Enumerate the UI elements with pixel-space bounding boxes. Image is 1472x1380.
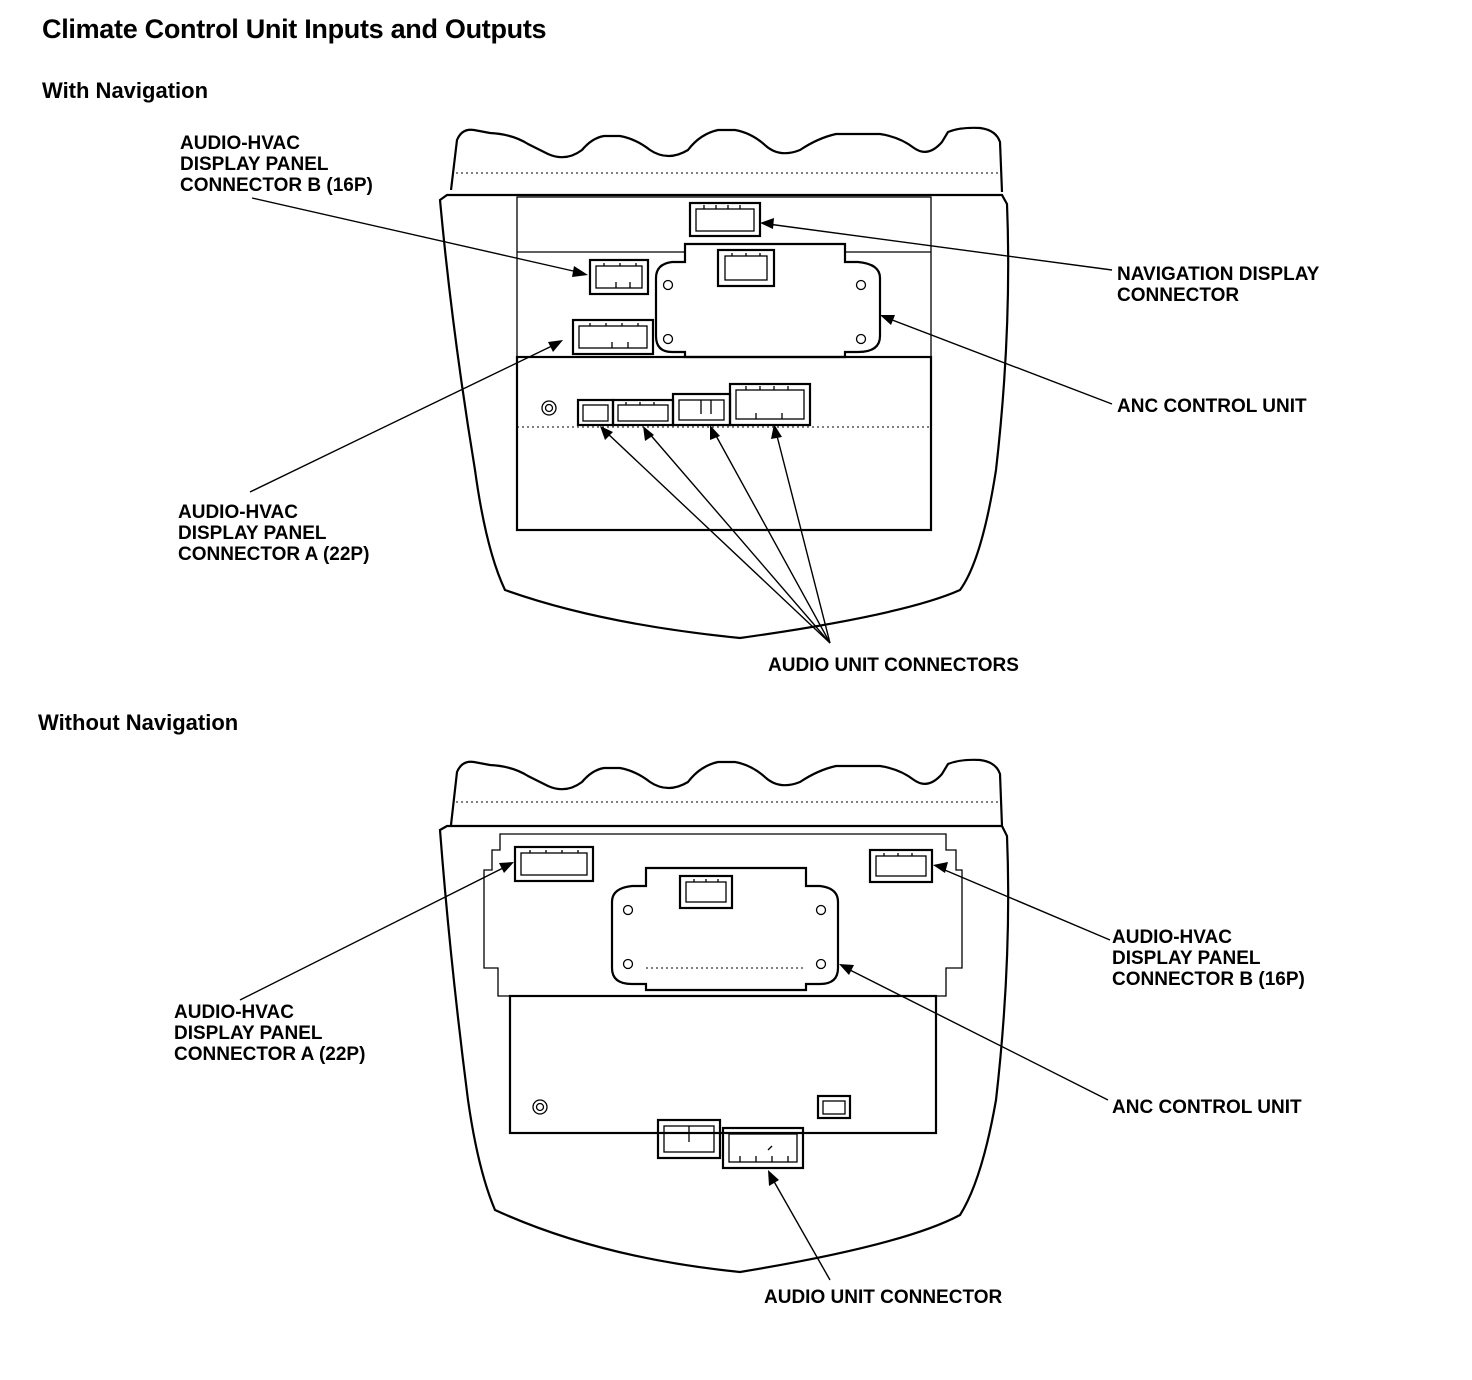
with-navigation-leader-lines <box>249 197 1113 644</box>
label-with-nav-connector-a: AUDIO-HVAC DISPLAY PANEL CONNECTOR A (22… <box>178 502 370 565</box>
page-title: Climate Control Unit Inputs and Outputs <box>42 14 547 44</box>
label-with-nav-connector-b: AUDIO-HVAC DISPLAY PANEL CONNECTOR B (16… <box>180 133 373 196</box>
label-audio-unit-connector: AUDIO UNIT CONNECTOR <box>764 1287 1003 1308</box>
without-navigation-panel-drawing <box>438 758 1010 1274</box>
section-heading-without-navigation: Without Navigation <box>38 710 239 735</box>
label-without-nav-connector-a: AUDIO-HVAC DISPLAY PANEL CONNECTOR A (22… <box>174 1002 366 1065</box>
label-with-nav-anc-control-unit: ANC CONTROL UNIT <box>1117 396 1307 417</box>
with-navigation-panel-drawing <box>438 126 1010 640</box>
label-audio-unit-connectors: AUDIO UNIT CONNECTORS <box>768 655 1019 676</box>
label-without-nav-anc-control-unit: ANC CONTROL UNIT <box>1112 1097 1302 1118</box>
without-navigation-leader-lines <box>239 862 1111 1281</box>
section-heading-with-navigation: With Navigation <box>42 78 209 103</box>
label-without-nav-connector-b: AUDIO-HVAC DISPLAY PANEL CONNECTOR B (16… <box>1112 927 1305 990</box>
label-navigation-display-connector: NAVIGATION DISPLAY CONNECTOR <box>1117 264 1320 306</box>
